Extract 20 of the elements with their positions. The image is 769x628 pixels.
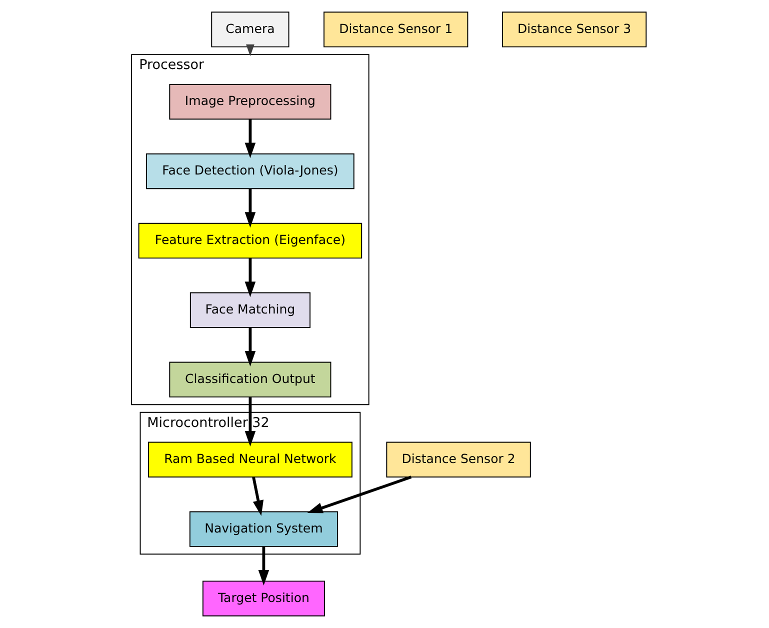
node-box: Navigation System xyxy=(188,511,338,547)
node-box: Face Detection (Viola-Jones) xyxy=(146,153,354,190)
node-box: Face Matching xyxy=(189,292,310,328)
arrow xyxy=(244,119,256,158)
arrow xyxy=(246,44,254,56)
node-box: Distance Sensor 1 xyxy=(323,12,468,48)
arrow xyxy=(244,328,256,367)
arrow xyxy=(244,188,256,228)
arrow xyxy=(244,258,256,298)
node-box: Distance Sensor 3 xyxy=(501,12,646,48)
node-box: Feature Extraction (Eigenface) xyxy=(138,222,362,259)
node-box: Ram Based Neural Network xyxy=(147,442,352,478)
arrow xyxy=(244,397,256,447)
arrow xyxy=(258,546,269,586)
arrow xyxy=(252,477,264,516)
node-box: Target Position xyxy=(202,580,324,616)
node-box: Classification Output xyxy=(168,362,331,398)
node-box: Image Preprocessing xyxy=(168,84,331,120)
node-box: Distance Sensor 2 xyxy=(386,442,530,478)
arrow xyxy=(306,476,412,514)
